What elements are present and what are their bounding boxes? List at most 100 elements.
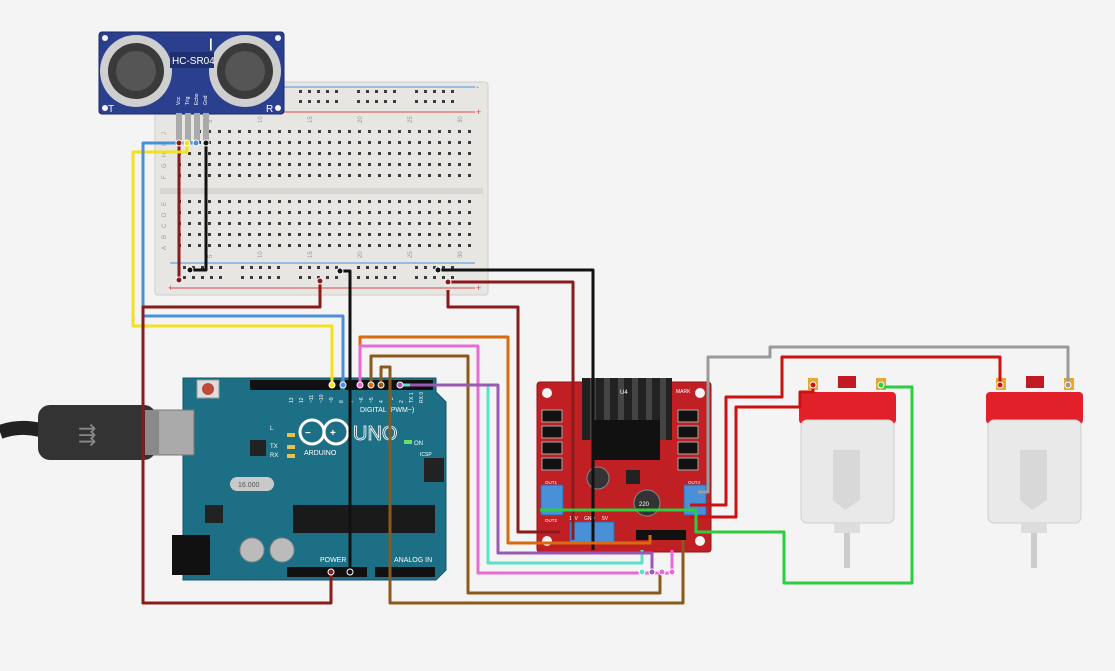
breadboard-hole	[288, 174, 291, 177]
col-number: 5	[208, 119, 214, 123]
wire-endpoint[interactable]	[175, 276, 183, 284]
breadboard-hole	[228, 200, 231, 203]
wire-endpoint[interactable]	[175, 139, 183, 147]
diode	[541, 425, 563, 439]
transducer-right-inner	[225, 51, 265, 91]
digital-pin-label: 2	[399, 400, 405, 403]
breadboard-hole	[366, 100, 369, 103]
wire-endpoint[interactable]	[668, 568, 676, 576]
breadboard-hole	[368, 152, 371, 155]
wire-endpoint[interactable]	[377, 381, 385, 389]
breadboard-hole	[393, 100, 396, 103]
power-label-5v: 5V	[602, 516, 609, 522]
heatsink-fin	[660, 378, 666, 440]
wire-endpoint[interactable]	[1064, 381, 1072, 389]
breadboard-hole	[208, 141, 211, 144]
wire-endpoint[interactable]	[336, 267, 344, 275]
breadboard-hole	[228, 222, 231, 225]
breadboard-hole	[451, 266, 454, 269]
wire-endpoint[interactable]	[327, 568, 335, 576]
usb-cable: ⇶	[0, 405, 159, 460]
wire-endpoint[interactable]	[396, 381, 404, 389]
rail-plus-label-bottom-right: +	[476, 283, 481, 293]
wire-endpoint[interactable]	[367, 381, 375, 389]
breadboard-hole	[288, 141, 291, 144]
breadboard-hole	[418, 200, 421, 203]
col-number: 20	[358, 251, 364, 258]
breadboard-hole	[384, 90, 387, 93]
wire-endpoint[interactable]	[638, 568, 646, 576]
wire-endpoint[interactable]	[339, 381, 347, 389]
breadboard-hole	[338, 141, 341, 144]
breadboard-hole	[228, 233, 231, 236]
breadboard-hole	[378, 200, 381, 203]
reset-button-cap[interactable]	[202, 383, 214, 395]
wire-endpoint[interactable]	[183, 139, 191, 147]
wire-endpoint[interactable]	[192, 139, 200, 147]
wire-endpoint[interactable]	[346, 568, 354, 576]
breadboard-hole	[268, 266, 271, 269]
breadboard-hole	[299, 100, 302, 103]
motor-nub	[838, 376, 856, 388]
l-label: L	[270, 426, 274, 432]
breadboard-hole	[188, 163, 191, 166]
wire-endpoint[interactable]	[809, 381, 817, 389]
breadboard-hole	[248, 200, 251, 203]
breadboard-hole	[228, 211, 231, 214]
sensor-pin	[194, 113, 200, 141]
breadboard-hole	[218, 222, 221, 225]
wire-endpoint[interactable]	[316, 277, 324, 285]
sensor-t-mark: T	[108, 104, 114, 115]
power-label: POWER	[320, 557, 346, 564]
breadboard-hole	[308, 233, 311, 236]
usb-cord	[0, 420, 42, 439]
wire-endpoint[interactable]	[434, 266, 442, 274]
breadboard-hole	[448, 200, 451, 203]
icsp-header	[424, 458, 444, 482]
row-letter: I	[162, 144, 168, 146]
breadboard-hole	[398, 222, 401, 225]
breadboard-hole	[208, 174, 211, 177]
col-number: 30	[458, 251, 464, 258]
breadboard-hole	[326, 276, 329, 279]
analog-label: ANALOG IN	[394, 557, 432, 564]
breadboard-hole	[218, 152, 221, 155]
wire-endpoint[interactable]	[356, 381, 364, 389]
wire-endpoint[interactable]	[658, 568, 666, 576]
breadboard-hole	[238, 163, 241, 166]
breadboard-hole	[278, 233, 281, 236]
breadboard-hole	[348, 141, 351, 144]
wire-endpoint[interactable]	[648, 568, 656, 576]
breadboard-hole	[298, 130, 301, 133]
wire-endpoint[interactable]	[877, 381, 885, 389]
icsp-label: ICSP	[420, 452, 432, 458]
breadboard-hole	[384, 276, 387, 279]
pin-label-gnd: Gnd	[203, 95, 209, 105]
breadboard-hole	[338, 244, 341, 247]
breadboard-hole	[398, 233, 401, 236]
breadboard-hole	[188, 200, 191, 203]
breadboard-hole	[278, 211, 281, 214]
terminal-out1-out2[interactable]	[540, 484, 564, 516]
breadboard-hole	[458, 141, 461, 144]
breadboard-hole	[288, 163, 291, 166]
wire-motor2-b	[698, 345, 1070, 494]
breadboard-hole	[218, 163, 221, 166]
rail-plus-label-bottom: +	[168, 283, 173, 293]
breadboard-hole	[468, 211, 471, 214]
wire-endpoint[interactable]	[202, 139, 210, 147]
breadboard-hole	[408, 130, 411, 133]
breadboard-hole	[218, 211, 221, 214]
breadboard-hole	[218, 130, 221, 133]
breadboard-hole	[218, 174, 221, 177]
wire-endpoint[interactable]	[186, 266, 194, 274]
col-number: 10	[258, 251, 264, 258]
wire-endpoint[interactable]	[444, 278, 452, 286]
breadboard-hole	[298, 163, 301, 166]
breadboard-hole	[428, 163, 431, 166]
breadboard-hole	[378, 163, 381, 166]
wire-endpoint[interactable]	[996, 381, 1004, 389]
breadboard-hole	[318, 200, 321, 203]
wire-endpoint[interactable]	[328, 381, 336, 389]
crystal	[230, 477, 274, 491]
